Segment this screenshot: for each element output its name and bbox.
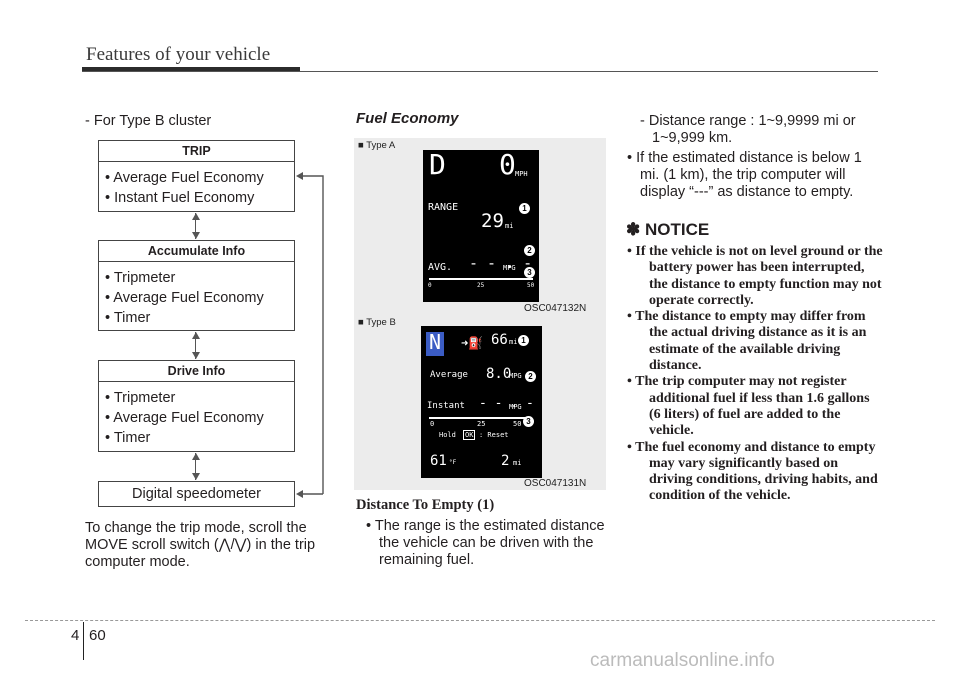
accumulate-info-box: Accumulate Info • Tripmeter • Average Fu… [98,240,295,331]
callout-badge: 2 [524,245,535,256]
notice-item: • If the vehicle is not on level ground … [627,244,883,308]
trip-mode-title: TRIP [99,141,294,162]
scale-label: 0 [430,420,435,428]
list-item: • Average Fuel Economy [105,410,264,426]
scroll-instruction: To change the trip mode, scroll the MOVE… [85,520,316,570]
digital-speedometer-box: Digital speedometer [98,481,295,507]
instant-value: - - . - [479,396,534,411]
type-b-display: N ➜⛽ 66 mi Average 8.0 MPG Instant - - .… [421,326,542,478]
range-unit: mi [505,222,514,230]
avg-unit: MPG [503,264,516,272]
accumulate-info-title: Accumulate Info [99,241,294,262]
image-code: OSC047132N [524,303,587,314]
loop-arrow-icon [296,172,324,498]
notice-heading: ✽ NOTICE [626,220,710,239]
odometer-value: 2 [501,453,510,469]
type-a-display: D 0 MPH RANGE 29 mi AVG. - - . - MPG 0 2… [423,150,539,302]
instant-unit: MPG [509,403,522,411]
reset-text: : Reset [479,431,509,439]
footer-divider [83,622,84,660]
list-item: • Instant Fuel Economy [105,190,255,206]
type-b-cluster-image: ■ Type B N ➜⛽ 66 mi Average 8.0 MPG Inst… [354,315,606,490]
list-item: • Timer [105,430,151,446]
average-unit: MPG [509,372,522,380]
drive-info-title: Drive Info [99,361,294,382]
fuel-economy-heading: Fuel Economy [356,110,459,127]
watermark: carmanualsonline.info [590,650,775,671]
fuel-economy-bar [429,417,531,419]
type-a-cluster-image: ■ Type A D 0 MPH RANGE 29 mi AVG. - - . … [354,138,606,315]
scale-label: 50 [513,420,522,428]
distance-to-empty-text: • The range is the estimated distance th… [366,518,605,568]
footer-rule [25,620,935,621]
image-code: OSC047131N [524,478,587,489]
average-label: Average [430,370,468,380]
fuel-economy-bar [429,278,533,280]
callout-badge: 3 [523,416,534,427]
scale-label: 0 [428,282,432,289]
list-item: • Timer [105,310,151,326]
callout-badge: 1 [518,335,529,346]
double-arrow-icon [192,453,200,480]
dte-value: 66 [491,332,508,348]
header-bar [82,67,300,72]
range-value: 29 [481,210,504,232]
fuel-pump-icon: ➜⛽ [461,336,484,350]
instant-label: Instant [427,401,465,411]
outside-temp-value: 61 [430,453,447,469]
notice-list: • If the vehicle is not on level ground … [627,244,883,505]
gear-indicator: D [429,150,446,181]
double-arrow-icon [192,213,200,239]
hold-text: Hold [439,431,456,439]
notice-item: • The fuel economy and distance to empty… [627,439,878,504]
gear-indicator: N [429,330,442,354]
callout-badge: 1 [519,203,530,214]
range-label: RANGE [428,202,459,213]
callout-badge: 2 [525,371,536,382]
chapter-number: 4 [71,627,80,644]
callout-badge: 3 [524,267,535,278]
double-arrow-icon [192,332,200,359]
average-value: 8.0 [486,366,512,382]
type-a-tag: ■ Type A [358,140,396,151]
distance-range-text: - Distance range : 1~9,9999 mi or 1~9,99… [640,113,856,146]
below-one-mile-text: • If the estimated distance is below 1 m… [627,150,862,200]
type-b-intro: - For Type B cluster [85,113,212,129]
list-item: • Tripmeter [105,390,176,406]
trip-mode-box: TRIP • Average Fuel Economy • Instant Fu… [98,140,295,212]
dte-unit: mi [509,338,518,346]
list-item: • Average Fuel Economy [105,290,264,306]
notice-item: • The distance to empty may differ from … [627,309,867,374]
list-item: • Average Fuel Economy [105,170,264,186]
odometer-unit: mi [513,459,522,467]
gear-indicator-bg [426,332,444,356]
drive-info-box: Drive Info • Tripmeter • Average Fuel Ec… [98,360,295,452]
list-item: • Tripmeter [105,270,176,286]
avg-label: AVG. [428,262,453,273]
scale-label: 25 [477,420,486,428]
outside-temp-unit: °F [449,459,457,466]
scale-label: 25 [477,282,485,289]
avg-value: - - . - [469,254,533,272]
page-header-title: Features of your vehicle [86,44,271,65]
header-rule [82,71,878,72]
page-number: 60 [89,627,106,644]
notice-item: • The trip computer may not register add… [627,374,870,439]
distance-to-empty-heading: Distance To Empty (1) [356,497,495,513]
speed-unit: MPH [515,170,528,178]
type-b-tag: ■ Type B [358,317,396,328]
ok-button-hint: OK [463,430,476,440]
speed-value: 0 [499,150,516,181]
scale-label: 50 [527,282,535,289]
